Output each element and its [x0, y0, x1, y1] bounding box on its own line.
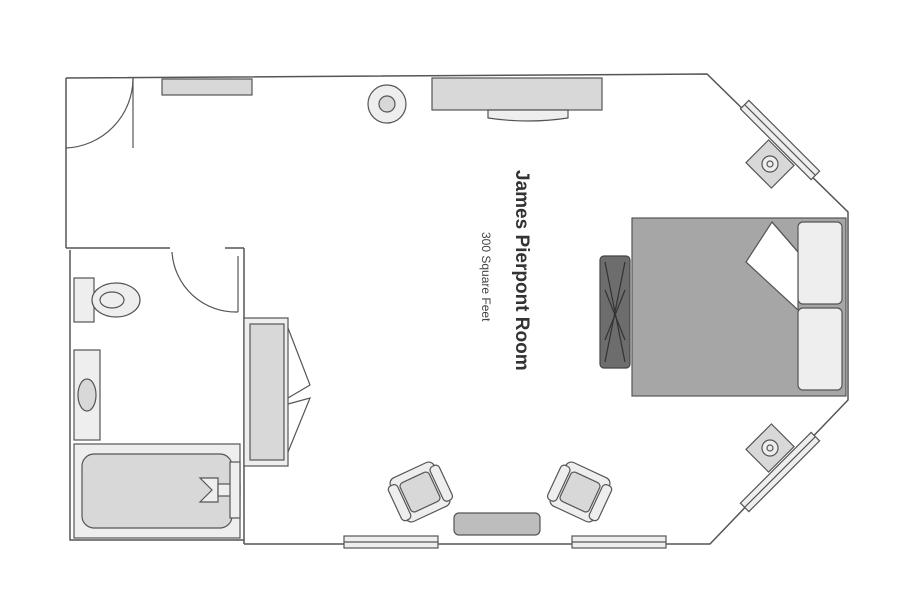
bench: [599, 255, 631, 369]
window-bottom-right-angled: [739, 431, 821, 513]
desk: [243, 317, 312, 467]
coffee-table: [453, 512, 541, 536]
window-top-right: [739, 99, 821, 181]
tv-dresser: [431, 77, 603, 122]
sink: [73, 349, 101, 441]
armchair-right: [546, 461, 613, 523]
window-bottom-left: [343, 535, 439, 549]
toilet: [73, 277, 141, 323]
room-name: James Pierpont Room: [511, 170, 532, 371]
closet-shelf: [161, 78, 253, 96]
round-table: [367, 84, 407, 124]
entry-door[interactable]: [65, 77, 134, 149]
nightstand-bottom: [745, 423, 795, 473]
bathtub: [73, 443, 241, 539]
window-bottom-right: [571, 535, 667, 549]
nightstand-top: [745, 139, 795, 189]
bathroom-door[interactable]: [171, 251, 239, 313]
room-area: 300 Square Feet: [479, 232, 493, 322]
armchair-left: [387, 461, 454, 523]
bed: [631, 217, 847, 397]
